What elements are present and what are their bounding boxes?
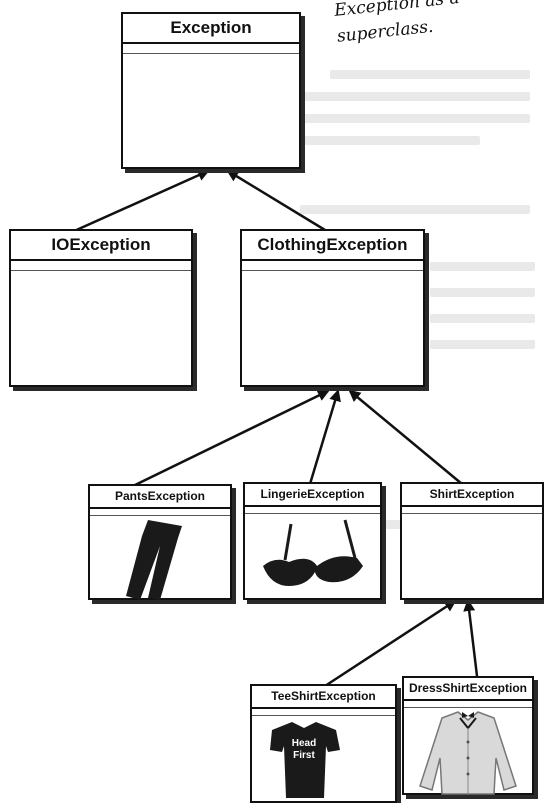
class-name-exception: Exception <box>123 14 299 44</box>
class-box-exception: Exception <box>121 12 301 169</box>
class-name-shirtexception: ShirtException <box>402 484 542 507</box>
arrow-shirtexception-to-clothingexception <box>348 389 463 485</box>
background-text-line <box>430 314 535 323</box>
class-box-lingerieexception: LingerieException <box>243 482 382 600</box>
tee-shirt-icon: Head First <box>270 722 340 798</box>
background-text-line <box>330 70 530 79</box>
pants-icon <box>126 520 182 600</box>
arrow-teeshirtexception-to-shirtexception <box>324 599 457 688</box>
class-attributes-divider <box>252 709 395 716</box>
class-name-lingerieexception: LingerieException <box>245 484 380 507</box>
class-attributes-divider <box>402 507 542 514</box>
class-box-clothingexception: ClothingException <box>240 229 425 387</box>
background-text-line <box>430 262 535 271</box>
background-text-line <box>300 92 530 101</box>
class-box-pantsexception: PantsException <box>88 484 232 600</box>
class-attributes-divider <box>11 261 191 271</box>
arrow-lingerieexception-to-clothingexception <box>308 389 341 485</box>
background-text-line <box>300 136 480 145</box>
dress-shirt-icon <box>419 711 517 795</box>
class-attributes-divider <box>404 701 532 708</box>
class-name-teeshirtexception: TeeShirtException <box>252 686 395 709</box>
class-attributes-divider <box>242 261 423 271</box>
class-name-pantsexception: PantsException <box>90 486 230 509</box>
class-attributes-divider <box>245 507 380 514</box>
class-box-shirtexception: ShirtException <box>400 482 544 600</box>
background-text-line <box>300 114 530 123</box>
class-box-dressshirtexception: DressShirtException <box>402 676 534 795</box>
class-box-teeshirtexception: TeeShirtException Head First <box>250 684 397 803</box>
arrow-clothingexception-to-exception <box>226 169 326 232</box>
class-attributes-divider <box>90 509 230 516</box>
arrow-dressshirtexception-to-shirtexception <box>463 599 479 677</box>
background-text-line <box>430 340 535 349</box>
tee-print-line: First <box>293 750 315 761</box>
class-name-ioexception: IOException <box>11 231 191 261</box>
arrow-ioexception-to-exception <box>71 169 210 234</box>
background-text-line <box>300 205 530 214</box>
class-box-ioexception: IOException <box>9 229 193 387</box>
tee-print-line: Head <box>292 738 316 749</box>
class-attributes-divider <box>123 44 299 54</box>
bow-tie-icon <box>462 712 474 718</box>
class-name-dressshirtexception: DressShirtException <box>404 678 532 701</box>
arrow-pantsexception-to-clothingexception <box>132 389 330 488</box>
background-text-line <box>430 288 535 297</box>
bra-icon <box>263 519 363 586</box>
class-name-clothingexception: ClothingException <box>242 231 423 261</box>
